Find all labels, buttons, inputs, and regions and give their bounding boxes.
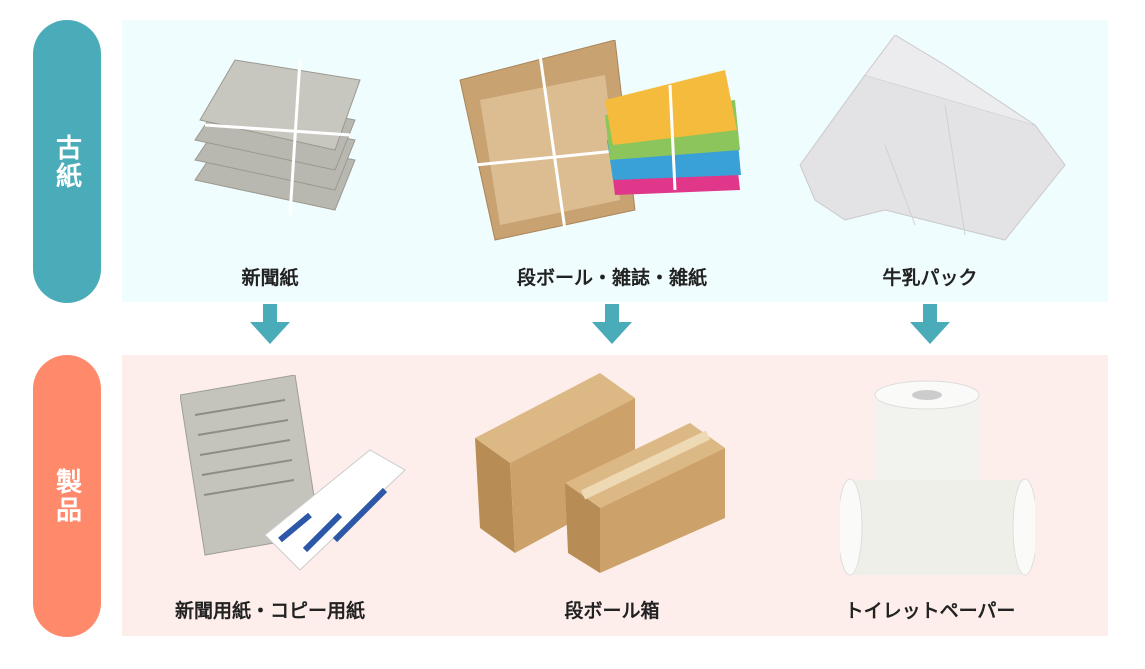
cardboard-magazine-label: 段ボール・雑誌・雑紙 (516, 267, 707, 289)
milk-carton-icon (799, 35, 1066, 241)
newsprint-copy-paper-label: 新聞用紙・コピー用紙 (174, 600, 365, 622)
arrow-down-icon (592, 304, 632, 344)
arrow-down-icon (910, 304, 950, 344)
cardboard-boxes-icon (475, 373, 725, 573)
old-paper-section-label: 古紙 (33, 20, 101, 303)
arrow-down-icon (250, 304, 290, 344)
toilet-paper-icon (840, 380, 1035, 576)
newspaper-bundle-icon (194, 59, 361, 216)
newsprint-copy-paper-icon (180, 375, 406, 571)
cardboard-magazines-icon (459, 40, 741, 241)
toilet-paper-label: トイレットペーパー (844, 600, 1016, 622)
milk-carton-label: 牛乳パック (882, 267, 978, 289)
cardboard-box-label: 段ボール箱 (564, 600, 660, 622)
products-section-label: 製品 (33, 355, 101, 637)
newspaper-label: 新聞紙 (241, 267, 299, 289)
